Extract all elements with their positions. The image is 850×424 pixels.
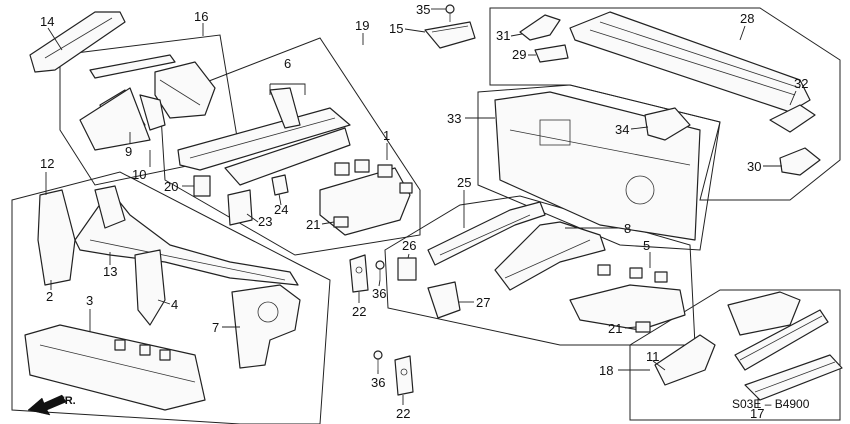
callout-23: 23 [258, 214, 272, 229]
front-marker-label: FR. [58, 395, 76, 407]
part-20-sketch [193, 175, 211, 197]
part-29-sketch [534, 44, 569, 63]
part-upper-sidemember-sketch [727, 291, 801, 336]
callout-19: 19 [355, 18, 369, 33]
callout-35: 35 [416, 2, 430, 17]
leader-21b [624, 326, 637, 329]
part-7-sketch [231, 284, 301, 369]
callout-21-lower: 21 [608, 321, 622, 336]
part-25-sketch [427, 201, 546, 266]
part-32-sketch [769, 104, 816, 133]
group-frame-right-low [629, 289, 841, 421]
callout-34: 34 [615, 122, 629, 137]
callout-25: 25 [457, 175, 471, 190]
callout-6: 6 [284, 56, 291, 71]
callout-36-upper: 36 [372, 286, 386, 301]
part-30-sketch [779, 147, 821, 176]
part-35-bolt-sketch [445, 4, 455, 22]
callout-24: 24 [274, 202, 288, 217]
part-3-sketch [24, 324, 206, 411]
leader-36a [378, 279, 381, 287]
callout-3: 3 [86, 293, 93, 308]
leader-11 [652, 360, 666, 371]
group-frame-top-right [489, 7, 841, 201]
callout-12: 12 [40, 156, 54, 171]
part-16-sketch [79, 54, 216, 151]
leader-34 [630, 126, 649, 130]
callout-8: 8 [624, 221, 631, 236]
leader-24 [278, 193, 282, 206]
part-21-bottom-sketch [635, 321, 651, 333]
callout-11: 11 [646, 349, 660, 364]
group-frame-front [11, 171, 331, 424]
part-34-sketch [644, 107, 691, 141]
callout-32: 32 [794, 76, 808, 91]
group-frame-33 [477, 84, 721, 251]
part-36-upper-bolt-sketch [375, 260, 385, 280]
callout-30: 30 [747, 159, 761, 174]
part-27-sketch [427, 281, 461, 319]
leader-26 [407, 253, 410, 259]
callout-4: 4 [171, 297, 178, 312]
part-4-sketch [134, 249, 166, 326]
leader-4 [157, 299, 171, 305]
part-12-sketch [37, 189, 76, 286]
part-14-sketch [29, 11, 126, 73]
leader-14 [47, 27, 63, 51]
part-36-lower-bolt-sketch [373, 350, 383, 370]
callout-15: 15 [389, 21, 403, 36]
part-31-sketch [519, 14, 561, 41]
part-23-sketch [227, 189, 253, 226]
callout-26: 26 [402, 238, 416, 253]
part-6-sketch [177, 87, 351, 186]
callout-18: 18 [599, 363, 613, 378]
part-15-sketch [424, 21, 476, 49]
callout-13: 13 [103, 264, 117, 279]
callout-10: 10 [132, 167, 146, 182]
part-22-lower-sketch [394, 355, 414, 396]
part-sidemember-long-sketch [734, 309, 829, 371]
callout-17: 17 [750, 406, 764, 421]
callout-5: 5 [643, 238, 650, 253]
part-5-sketch [569, 264, 686, 331]
part-13-sketch [74, 185, 299, 286]
callout-21-upper: 21 [306, 217, 320, 232]
part-17-sketch [744, 354, 843, 401]
callout-28: 28 [740, 11, 754, 26]
part-8-sketch [494, 221, 606, 291]
leader-32 [789, 90, 797, 106]
callout-1: 1 [383, 128, 390, 143]
leader-31 [510, 33, 523, 37]
part-28-sketch [569, 11, 811, 113]
leader-15 [404, 28, 426, 33]
leader-6 [270, 83, 306, 95]
callout-36-lower: 36 [371, 375, 385, 390]
callout-2: 2 [46, 289, 53, 304]
part-21-top-sketch [333, 216, 349, 228]
callout-14: 14 [40, 14, 54, 29]
callout-31: 31 [496, 28, 510, 43]
leader-23 [246, 213, 259, 223]
callout-22-lower: 22 [396, 406, 410, 421]
part-24-sketch [271, 174, 289, 196]
callout-27: 27 [476, 295, 490, 310]
part-26-sketch [397, 257, 417, 281]
leader-28 [739, 25, 746, 41]
callout-33: 33 [447, 111, 461, 126]
callout-22-upper: 22 [352, 304, 366, 319]
group-frame-16 [59, 34, 241, 186]
front-arrow: FR. [27, 394, 76, 416]
leader-21a [321, 221, 335, 225]
diagram-code: S03E – B4900 [732, 397, 810, 411]
callout-16: 16 [194, 9, 208, 24]
callout-7: 7 [212, 320, 219, 335]
part-11-sketch [654, 334, 716, 386]
group-frame-19 [159, 37, 421, 256]
part-22-upper-sketch [349, 254, 369, 293]
group-frame-25 [384, 195, 696, 346]
callout-9: 9 [125, 144, 132, 159]
callout-29: 29 [512, 47, 526, 62]
callout-20: 20 [164, 179, 178, 194]
